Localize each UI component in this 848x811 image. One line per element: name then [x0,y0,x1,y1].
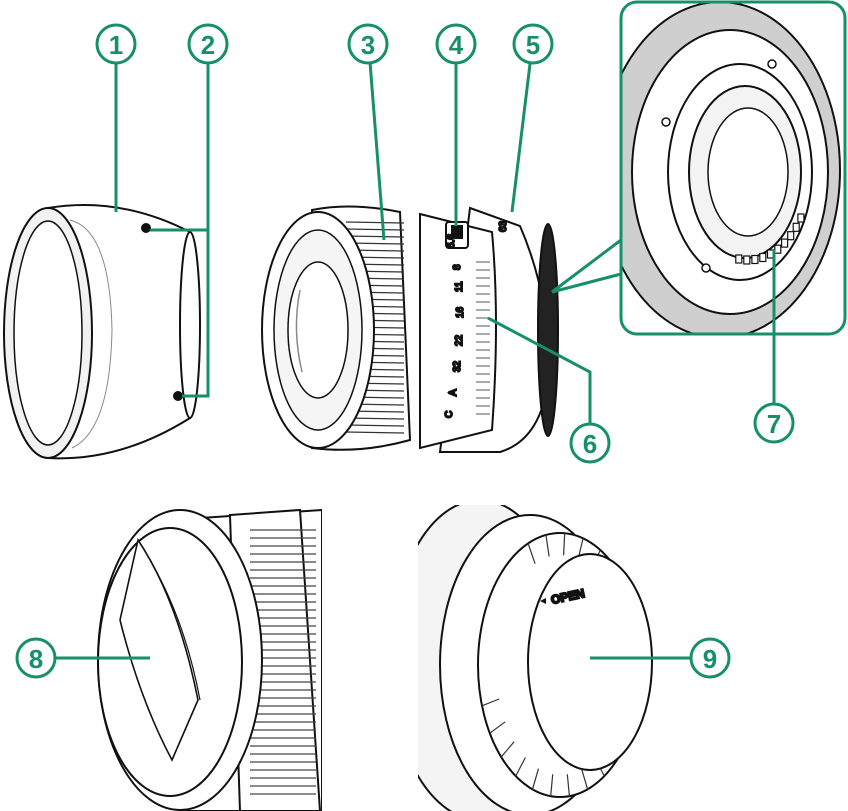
aperture-value-8: 8 [452,264,463,270]
signal-contact-pin [735,254,743,264]
aperture-value-5-6: 5.6 [446,234,457,248]
signal-contact-pin [751,254,759,265]
mount-flange [537,223,559,437]
callout-badge-2: 2 [187,23,229,65]
rear-cap-grip-notch [481,698,500,707]
rear-cap-grip-notch [500,741,515,758]
aperture-value-11: 11 [454,281,465,292]
rear-cap-view: OPEN [418,505,653,811]
rear-cap-grip-notch [531,768,540,790]
focus-ring-rib [345,431,405,434]
callout-badge-9: 9 [689,637,731,679]
callout-number-1: 1 [109,30,123,60]
aperture-scale: C A 32 22 16 11 8 5.6 [443,233,467,419]
callout-badges: 1 2 3 4 5 6 7 8 [15,23,795,679]
rear-cap-grip-notch [545,534,550,557]
focus-ring-rib [345,235,405,238]
focus-ring-rib [345,228,405,231]
inset-pointer [551,238,622,294]
callout-badge-6: 6 [569,422,611,464]
aperture-value-16: 16 [455,306,466,318]
hood-mount-point-top [141,223,151,233]
hood-mount-point-bottom [173,391,183,401]
aperture-value-a: A [448,389,459,396]
rear-cap-grip-notch [489,721,506,734]
rear-cap-grip-notch [550,774,554,797]
aperture-ring [419,212,497,450]
aperture-value-22: 22 [454,334,465,346]
callout-badge-5: 5 [512,23,554,65]
callout-badge-8: 8 [15,637,57,679]
callout-number-3: 3 [361,30,375,60]
signal-contact-pin [787,231,795,241]
callout-number-6: 6 [583,429,597,459]
signal-contact-pin [774,244,782,254]
focus-ring-rib [345,424,405,427]
aperture-value-c: C [444,411,455,418]
signal-contact-pin [797,213,805,223]
leader-3 [368,61,386,241]
signal-contact-pin [780,238,789,248]
mounting-index-mark: 63 [498,220,509,232]
signal-contact-pin [792,222,800,232]
signal-contact-pin [759,252,767,263]
leader-2 [150,62,210,398]
main-lens: C A 32 22 16 11 8 5.6 63 [261,205,559,453]
callout-badge-1: 1 [95,23,137,65]
callout-badge-4: 4 [435,23,477,65]
rear-cap-grip-notch [580,768,589,790]
signal-contact-pin [743,255,751,265]
front-cap-view [97,508,322,811]
focus-ring-rib [345,221,405,224]
callout-badge-3: 3 [347,23,389,65]
leader-5 [510,63,532,213]
callout-number-9: 9 [703,644,717,674]
callout-badge-7: 7 [753,402,795,444]
lens-signal-contacts [735,213,805,265]
aperture-value-32: 32 [452,360,463,372]
callout-number-7: 7 [767,409,781,439]
lens-hood [3,204,201,460]
callout-number-5: 5 [526,30,540,60]
rear-cap-grip-notch [515,757,526,777]
rear-cap-grip-notch [527,543,536,564]
callout-number-4: 4 [449,30,464,60]
rear-cap-grip-notch [566,774,570,797]
callout-number-8: 8 [29,644,43,674]
leader-lines [56,61,776,660]
rear-cap-face [527,553,653,771]
inset-frame [619,0,847,336]
rear-cap-grip-notch [563,533,566,556]
callout-number-2: 2 [201,30,215,60]
mount-inset [551,0,847,336]
leader-6 [487,316,592,424]
